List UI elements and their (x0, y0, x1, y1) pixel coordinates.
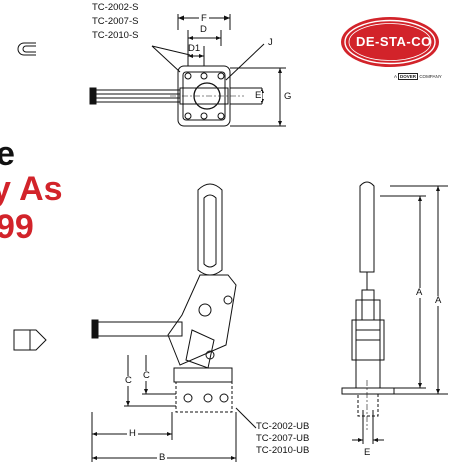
logo-tagline-brand: DOVER (398, 73, 419, 80)
dim-label-d: D (200, 24, 207, 35)
dim-label-h: H (127, 428, 138, 439)
side-text-line2: y As (0, 170, 63, 208)
dim-label-e-front: E (364, 447, 371, 458)
top-part-number-2: TC-2007-S (92, 16, 139, 27)
dim-label-a-inner: A (415, 287, 424, 298)
dim-label-b: B (157, 452, 168, 463)
destaco-logo-mark (341, 17, 439, 67)
top-part-number-3: TC-2010-S (92, 30, 139, 41)
dim-label-g: G (284, 91, 292, 102)
dim-label-e-top: E (254, 90, 263, 101)
dim-label-c-outer: C (124, 375, 133, 386)
logo-text: DE-STA-CO (356, 34, 432, 49)
clip-icon (17, 42, 36, 56)
destaco-logo: DE-STA-CO (340, 16, 440, 68)
dim-label-a-outer: A (434, 295, 443, 306)
bottom-part-number-1: TC-2002-UB (256, 421, 310, 432)
dim-label-f: F (199, 13, 209, 24)
top-part-number-1: TC-2002-S (92, 2, 139, 13)
bottom-part-number-3: TC-2010-UB (256, 445, 310, 456)
handle (197, 183, 223, 276)
side-text-line1: e (0, 135, 15, 173)
side-text-line3: 99 (0, 208, 34, 246)
logo-tagline-prefix: A (394, 74, 397, 79)
logo-tagline: A DOVER COMPANY (394, 73, 442, 80)
dim-label-c-inner: C (142, 370, 151, 381)
front-handle (359, 181, 375, 273)
bottom-part-number-2: TC-2007-UB (256, 433, 310, 444)
dim-label-d1: D1 (188, 43, 201, 54)
logo-tagline-suffix: COMPANY (419, 74, 442, 79)
dim-label-j: J (268, 37, 273, 48)
connector-icon (13, 329, 47, 351)
